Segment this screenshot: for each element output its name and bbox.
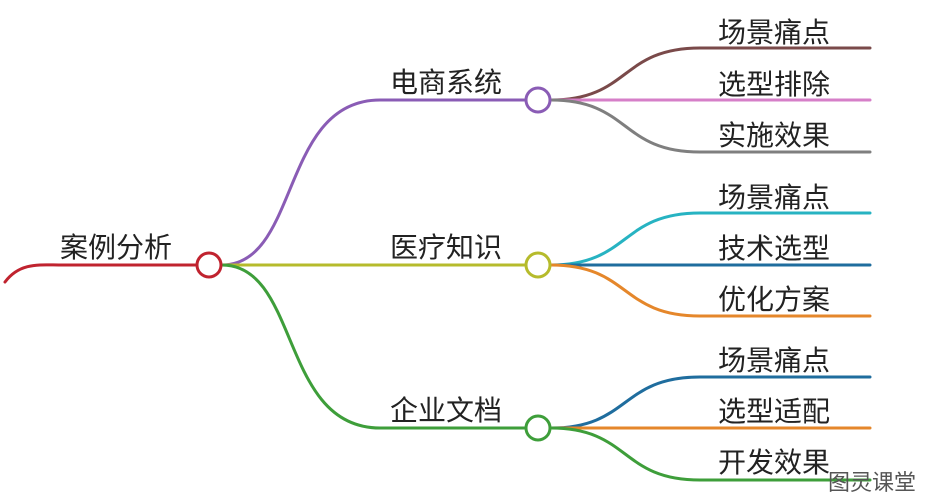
leaf-label-1-2: 优化方案 xyxy=(718,283,830,316)
root-connector xyxy=(3,263,198,284)
branch-label-0: 电商系统 xyxy=(390,66,502,99)
leaf-label-2-2: 开发效果 xyxy=(718,446,830,479)
connector-branch-2 xyxy=(220,263,527,430)
leaf-label-2-1: 选型适配 xyxy=(718,395,830,428)
connector-leaf-0-0 xyxy=(549,46,872,102)
branch-node-circle-2[interactable] xyxy=(524,414,552,442)
branch-node-circle-1[interactable] xyxy=(524,251,552,279)
leaf-label-0-2: 实施效果 xyxy=(718,119,830,152)
connector-branch-0 xyxy=(220,98,527,267)
branch-label-1: 医疗知识 xyxy=(390,231,502,264)
connector-leaf-1-2 xyxy=(549,263,872,318)
connector-leaf-2-2 xyxy=(549,426,872,482)
root-label: 案例分析 xyxy=(60,231,172,264)
leaf-label-0-0: 场景痛点 xyxy=(718,16,830,49)
leaf-label-0-1: 选型排除 xyxy=(718,68,830,101)
watermark-text: 图灵课堂 xyxy=(828,471,916,496)
connector-leaf-0-2 xyxy=(549,98,872,154)
root-node-circle[interactable] xyxy=(195,251,223,279)
branch-node-circle-0[interactable] xyxy=(524,86,552,114)
leaf-label-1-1: 技术选型 xyxy=(718,232,830,265)
leaf-label-2-0: 场景痛点 xyxy=(718,344,830,377)
branch-label-2: 企业文档 xyxy=(390,394,502,427)
leaf-label-1-0: 场景痛点 xyxy=(718,181,830,214)
connector-leaf-1-0 xyxy=(549,211,872,267)
connector-leaf-2-0 xyxy=(549,375,872,430)
